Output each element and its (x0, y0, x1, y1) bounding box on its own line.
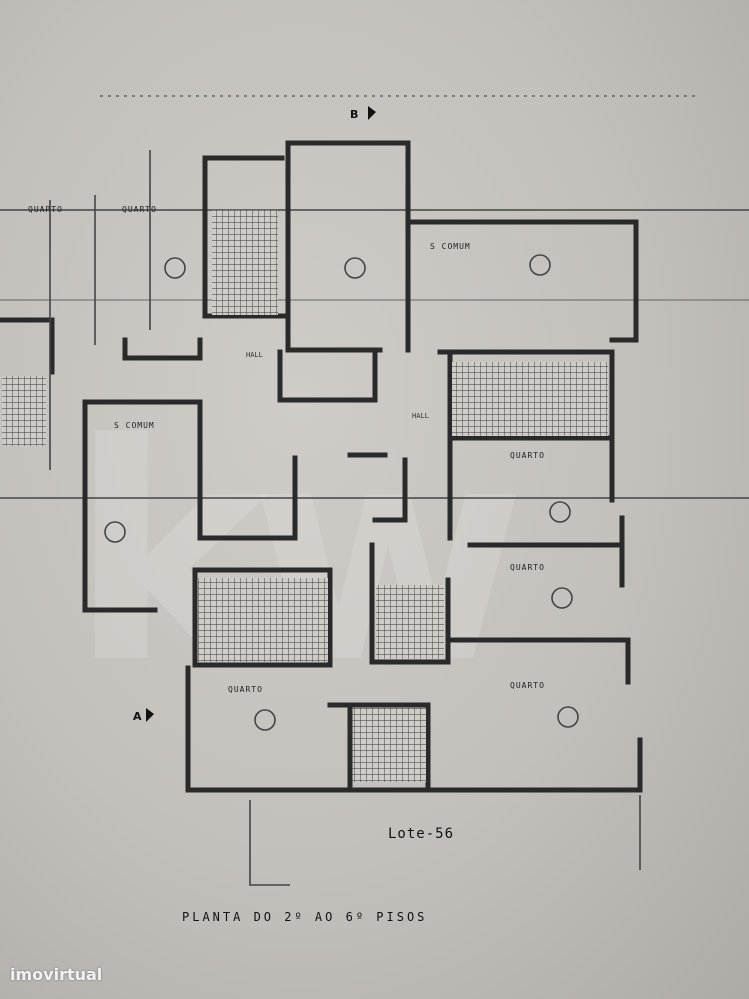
bathroom-tiles (212, 210, 278, 315)
wall (372, 457, 408, 523)
wall (285, 140, 411, 353)
wall (327, 702, 431, 788)
room-symbol (551, 587, 573, 609)
wall (122, 337, 203, 361)
room-label: QUARTO (228, 685, 263, 694)
wall (192, 567, 333, 668)
room-label: HALL (412, 412, 429, 420)
room-label: QUARTO (510, 681, 545, 690)
room-symbol (164, 257, 186, 279)
room-label: QUARTO (510, 451, 545, 460)
room-symbol (557, 706, 579, 728)
room-symbol (254, 709, 276, 731)
room-symbol (344, 257, 366, 279)
lot-label: Lote-56 (388, 826, 455, 842)
plan-title: PLANTA DO 2º AO 6º PISOS (182, 910, 428, 924)
neighbour-wall (0, 317, 55, 375)
wall (82, 399, 298, 541)
kitchen-tiles (198, 578, 328, 662)
room-label: HALL (246, 351, 263, 359)
wall (285, 140, 383, 353)
section-mark-b: B (350, 108, 358, 121)
room-symbol (549, 501, 571, 523)
wall (185, 665, 643, 793)
room-symbol (529, 254, 551, 276)
room-label: QUARTO (28, 205, 63, 214)
wall (277, 349, 378, 403)
section-arrow-icon (146, 708, 154, 722)
wall (445, 637, 631, 685)
wall (82, 399, 158, 613)
bathroom-tiles (376, 585, 444, 659)
bathroom-tiles (452, 362, 608, 436)
wall (202, 155, 288, 319)
brand-watermark: imovirtual (10, 965, 103, 984)
neighbour-bath (2, 376, 46, 446)
wall (405, 219, 639, 343)
balcony-line (249, 800, 290, 886)
room-symbol (104, 521, 126, 543)
room-label: S COMUM (114, 421, 155, 430)
wall (369, 542, 451, 665)
room-label: QUARTO (122, 205, 157, 214)
bathroom-tiles (352, 708, 426, 782)
section-arrow-icon (368, 106, 376, 120)
room-label: S COMUM (430, 242, 471, 251)
room-label: QUARTO (510, 563, 545, 572)
section-mark-a: A (133, 710, 142, 723)
